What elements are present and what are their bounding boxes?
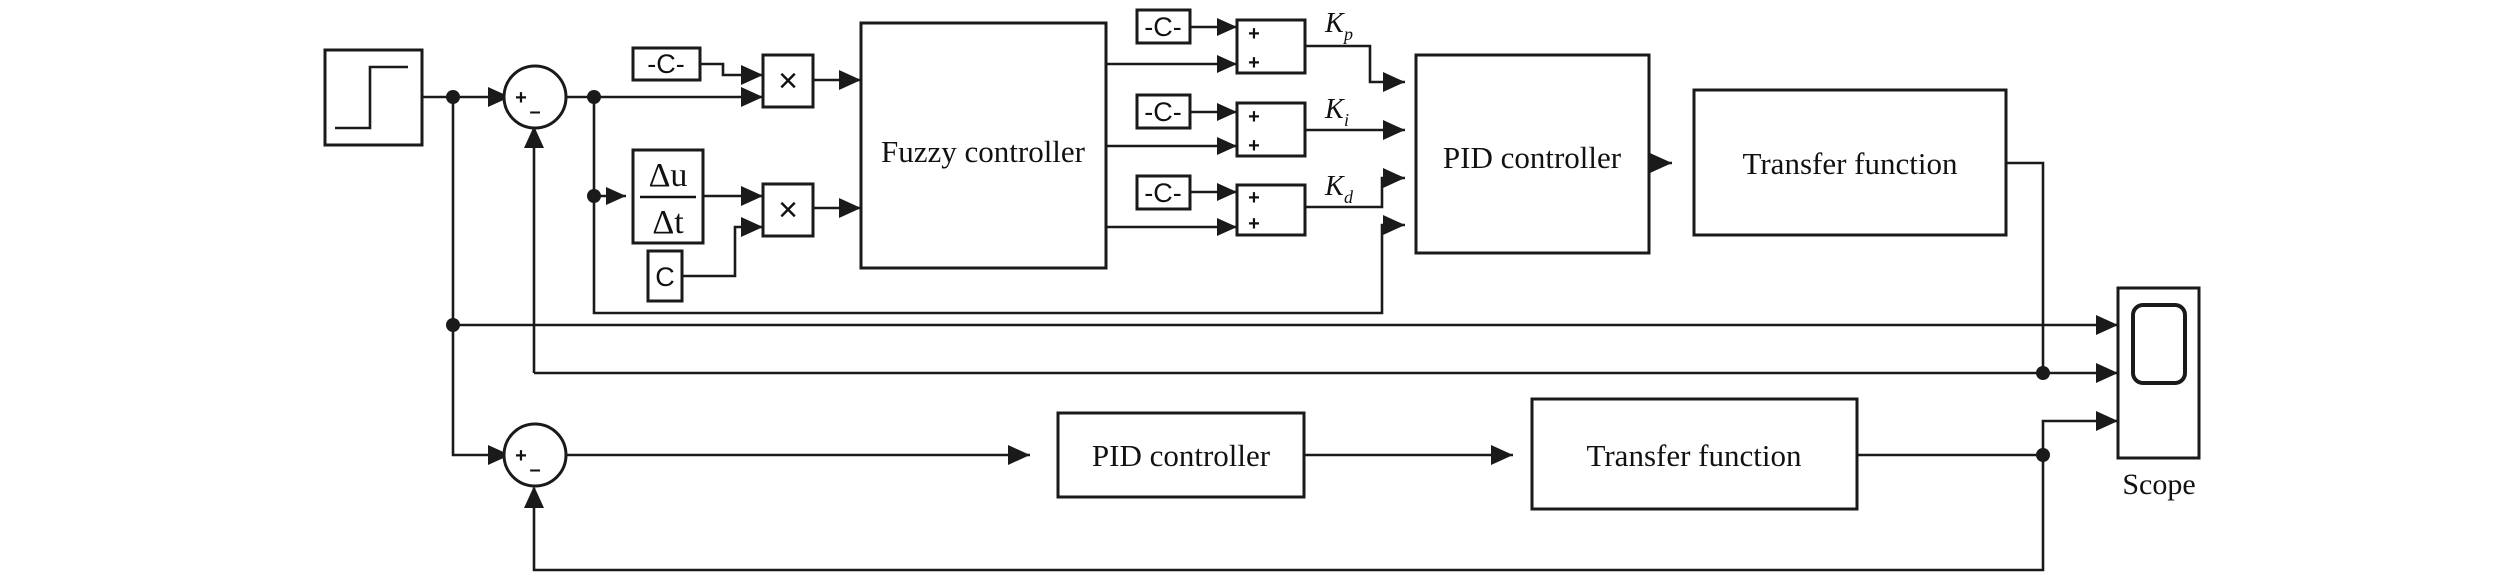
gain-letter: K — [1324, 171, 1345, 202]
junction-dots — [446, 90, 2050, 462]
gain-label-kd: K d — [1324, 171, 1354, 207]
sum-plus-sign: + — [1248, 135, 1260, 157]
scope-label: Scope — [2122, 468, 2195, 501]
sum-minus-sign: – — [529, 101, 540, 123]
transfer-function-block-top[interactable]: Transfer function — [1692, 88, 2008, 237]
step-source-block[interactable] — [323, 48, 424, 147]
gain-subscript: d — [1344, 187, 1354, 207]
constant-block-input-gain[interactable]: -C- — [631, 46, 702, 82]
sum-plus-sign: + — [1248, 52, 1260, 74]
sum-block-kd[interactable]: + + — [1235, 183, 1307, 237]
signal-wires — [422, 25, 2118, 572]
step-icon — [335, 65, 408, 130]
gain-label-ki: K i — [1324, 94, 1349, 130]
constant-label: -C- — [1144, 97, 1181, 127]
constant-block-kp[interactable]: -C- — [1135, 8, 1192, 45]
derivative-block[interactable]: Δu Δt — [631, 148, 705, 245]
product-block-2[interactable]: × — [761, 182, 815, 238]
sum-plus-sign: + — [515, 445, 527, 467]
sum-plus-sign: + — [515, 87, 527, 109]
sum-minus-sign: – — [529, 459, 540, 481]
product-block-1[interactable]: × — [761, 53, 815, 109]
derivative-numerator: Δu — [649, 157, 688, 194]
arrowheads — [488, 18, 2118, 508]
sum-block-kp[interactable]: + + — [1235, 18, 1307, 75]
fuzzy-controller-label: Fuzzy controller — [881, 134, 1086, 169]
sum-plus-sign: + — [1248, 106, 1260, 128]
sum-plus-sign: + — [1248, 23, 1260, 45]
gain-subscript: p — [1342, 24, 1353, 44]
constant-label: -C- — [647, 49, 684, 79]
sum-plus-sign: + — [1248, 187, 1260, 209]
pid-controller-block-top[interactable]: PID controller — [1414, 53, 1651, 255]
scope-block[interactable] — [2116, 286, 2201, 460]
sum-plus-sign: + — [1248, 213, 1260, 235]
sum-block-ki[interactable]: + + — [1235, 101, 1307, 158]
gain-letter: K — [1324, 94, 1345, 125]
gain-label-kp: K p — [1324, 8, 1353, 44]
derivative-denominator: Δt — [652, 204, 684, 241]
constant-block-kd[interactable]: -C- — [1135, 174, 1192, 211]
transfer-function-label: Transfer function — [1743, 146, 1958, 181]
sum-block-bottom[interactable]: + – — [502, 422, 568, 488]
gain-subscript: i — [1344, 110, 1349, 130]
scope-screen-icon — [2131, 303, 2187, 385]
pid-controller-label: PID controller — [1443, 140, 1622, 175]
constant-block-c[interactable]: C — [646, 249, 684, 303]
transfer-function-block-bottom[interactable]: Transfer function — [1530, 397, 1859, 511]
sum-block-top[interactable]: + – — [502, 64, 568, 130]
transfer-function-label: Transfer function — [1587, 438, 1802, 473]
constant-label: -C- — [1144, 12, 1181, 42]
multiply-icon: × — [778, 191, 798, 229]
constant-label: -C- — [1144, 178, 1181, 208]
gain-letter: K — [1324, 8, 1345, 39]
constant-block-ki[interactable]: -C- — [1135, 93, 1192, 130]
fuzzy-controller-block[interactable]: Fuzzy controller — [859, 21, 1108, 270]
constant-label: C — [655, 262, 675, 292]
multiply-icon: × — [778, 62, 798, 100]
pid-controller-label: PID controller — [1092, 438, 1271, 473]
pid-controller-block-bottom[interactable]: PID controller — [1056, 411, 1306, 499]
